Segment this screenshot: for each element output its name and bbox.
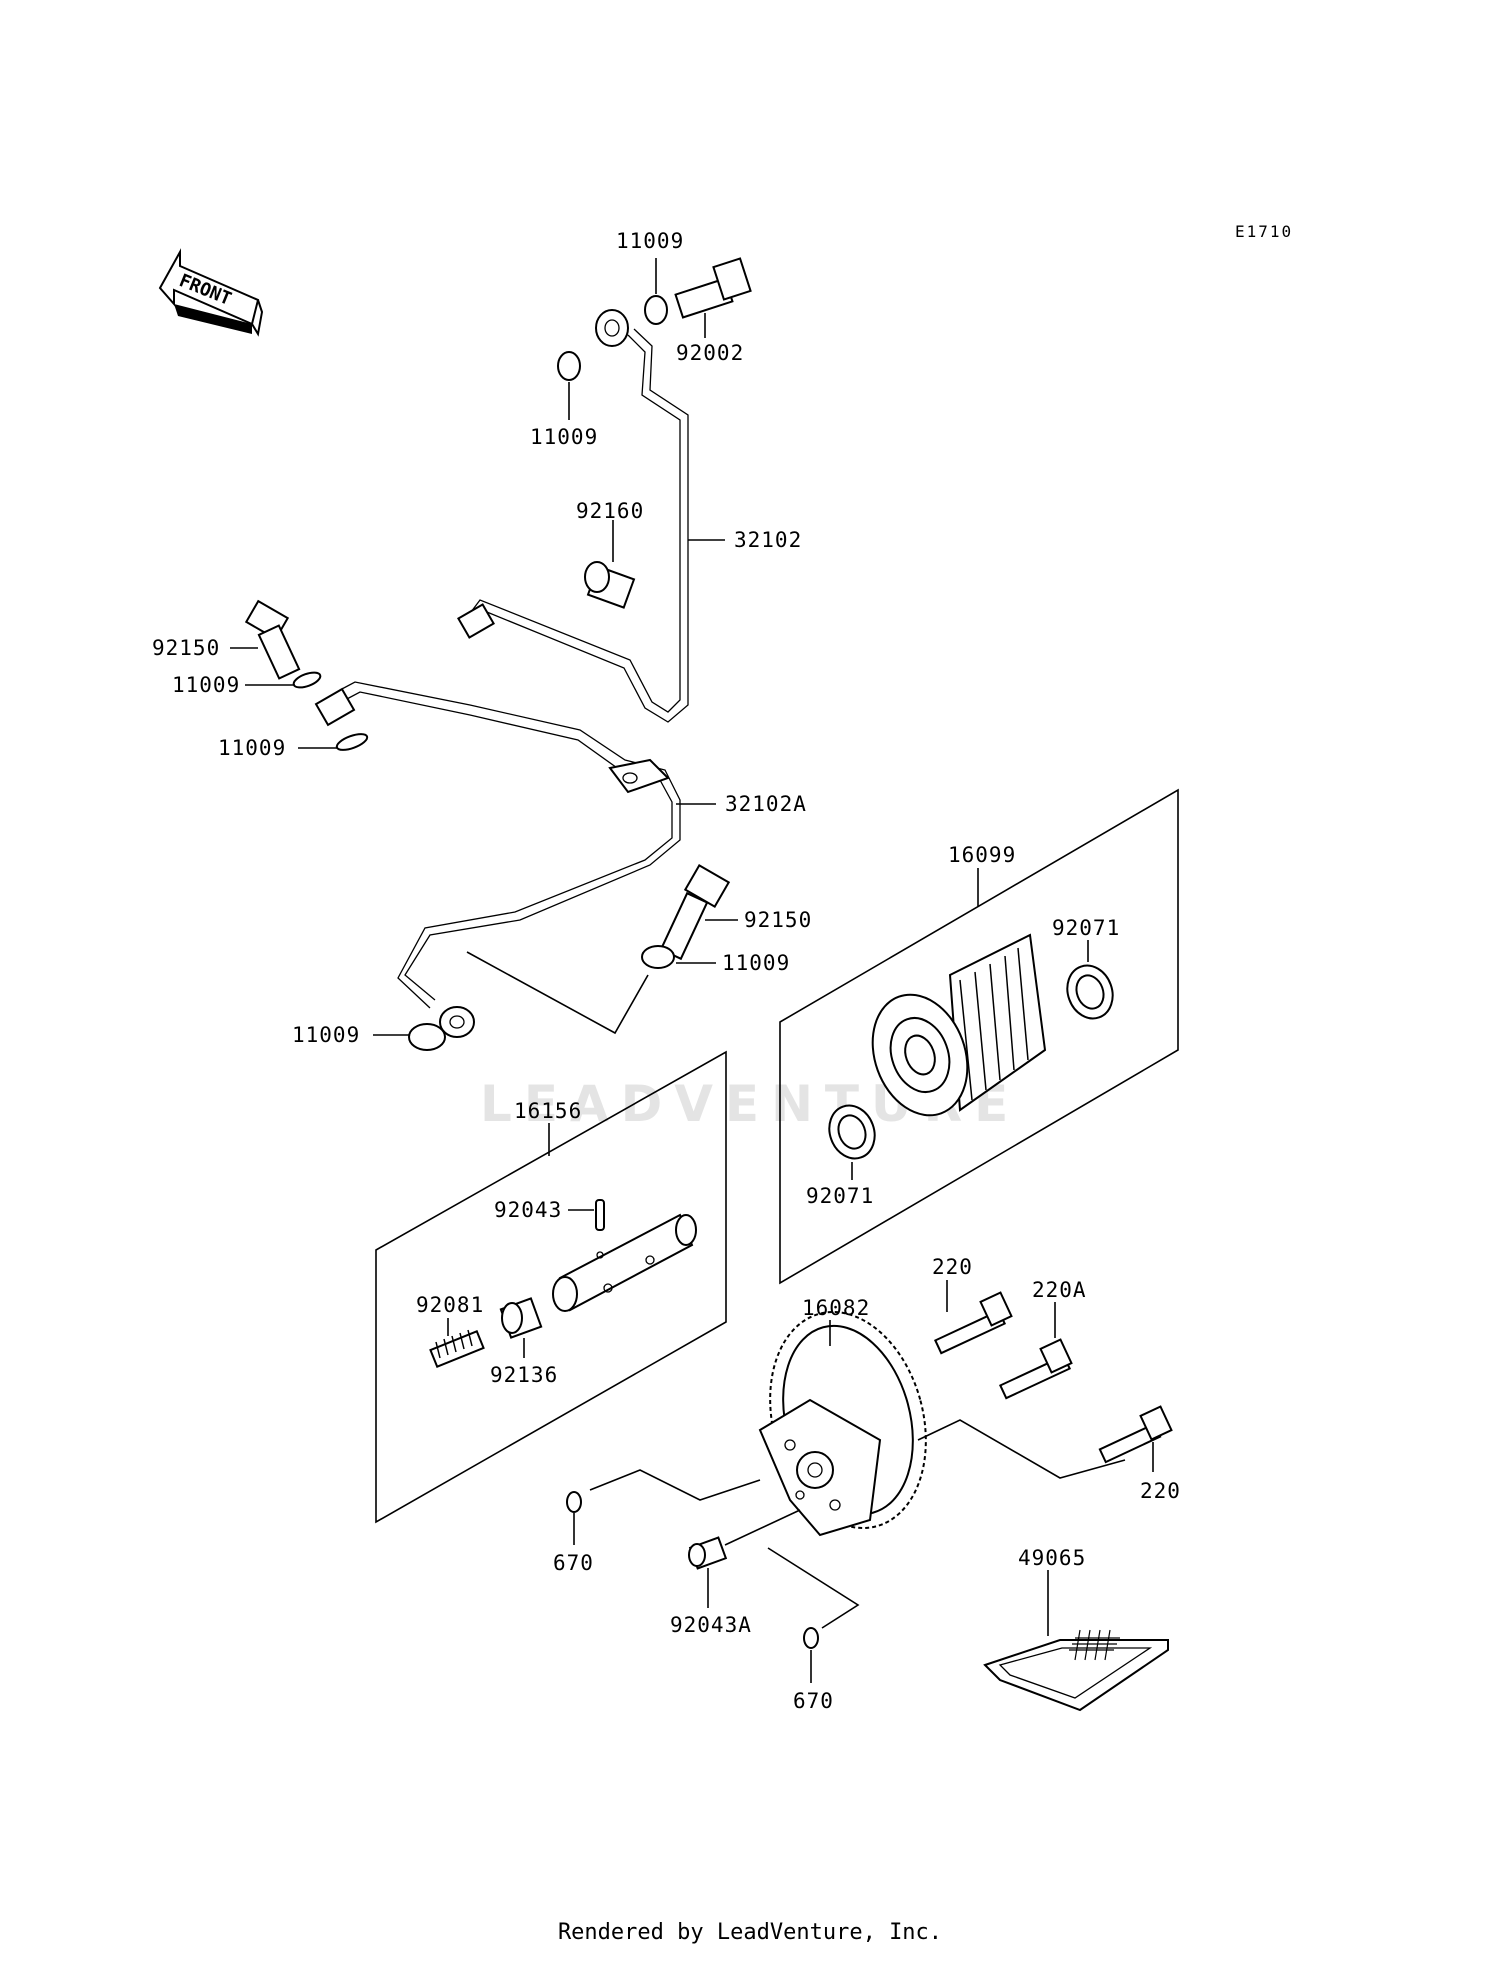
callout-670-a: 670 <box>553 1551 594 1575</box>
callout-92002: 92002 <box>676 341 744 365</box>
callout-92081: 92081 <box>416 1293 484 1317</box>
washer-11009-d <box>335 733 369 751</box>
callout-92160: 92160 <box>576 499 644 523</box>
callout-92071-b: 92071 <box>806 1184 874 1208</box>
leader-o-ring-670-b <box>767 1547 860 1629</box>
bolt-220-a <box>933 1291 1013 1355</box>
valve-piston-92136 <box>499 1297 543 1339</box>
bolt-92150-a <box>244 599 301 680</box>
callout-11009-f: 11009 <box>292 1023 360 1047</box>
washer-11009-b <box>557 351 581 381</box>
bolt-220-b <box>1098 1405 1173 1464</box>
diagram-code: E1710 <box>1235 222 1294 241</box>
relief-valve-box <box>375 1050 727 1524</box>
callout-32102a: 32102A <box>725 792 807 816</box>
banjo-bolt-92002 <box>674 257 752 319</box>
sleeve-92160 <box>584 561 636 609</box>
callout-92136: 92136 <box>490 1363 558 1387</box>
bolt-92150-b <box>659 864 731 961</box>
o-ring-670-a <box>566 1491 582 1513</box>
oil-pipe-upper <box>457 309 689 723</box>
footer-credit: Rendered by LeadVenture, Inc. <box>557 1920 943 1945</box>
callout-49065: 49065 <box>1018 1546 1086 1570</box>
callout-92150-a: 92150 <box>152 636 220 660</box>
callout-220-b: 220 <box>1140 1479 1181 1503</box>
callout-220a: 220A <box>1032 1278 1087 1302</box>
callout-92043: 92043 <box>494 1198 562 1222</box>
callout-92071-a: 92071 <box>1052 916 1120 940</box>
callout-670-b: 670 <box>793 1689 834 1713</box>
callout-11009-d: 11009 <box>218 736 286 760</box>
callout-92150-b: 92150 <box>744 908 812 932</box>
callout-11009-upper-left: 11009 <box>530 425 598 449</box>
callout-16156: 16156 <box>514 1099 582 1123</box>
front-arrow-icon: FRONT <box>158 248 264 337</box>
gasket-49065 <box>983 1629 1169 1712</box>
dowel-pin-92043a <box>688 1536 728 1570</box>
bolt-220a <box>998 1338 1073 1400</box>
relief-valve-body <box>552 1213 697 1312</box>
callout-32102: 32102 <box>734 528 802 552</box>
callout-92043a: 92043A <box>670 1613 752 1637</box>
spring-92081 <box>429 1329 485 1369</box>
oil-pump <box>758 1310 927 1537</box>
washer-11009-e <box>641 945 675 969</box>
callout-220-a: 220 <box>932 1255 973 1279</box>
o-ring-670-b <box>803 1627 819 1649</box>
oil-filter <box>871 933 1047 1117</box>
oil-pipe-lower <box>314 681 681 1038</box>
callout-11009-e: 11009 <box>722 951 790 975</box>
washer-11009-a <box>644 295 668 325</box>
pin-92043 <box>595 1199 605 1231</box>
leader-lines <box>230 258 1154 1683</box>
leader-bolt-220-b <box>917 1419 1126 1479</box>
washer-11009-f <box>408 1023 446 1051</box>
callout-11009-c: 11009 <box>172 673 240 697</box>
callout-11009-top: 11009 <box>616 229 684 253</box>
leader-washer-group <box>466 951 649 1035</box>
callout-16082: 16082 <box>802 1296 870 1320</box>
leader-o-ring-670-a <box>589 1469 761 1501</box>
washer-11009-c <box>292 671 322 689</box>
filter-kit-box <box>779 788 1179 1285</box>
callout-16099: 16099 <box>948 843 1016 867</box>
